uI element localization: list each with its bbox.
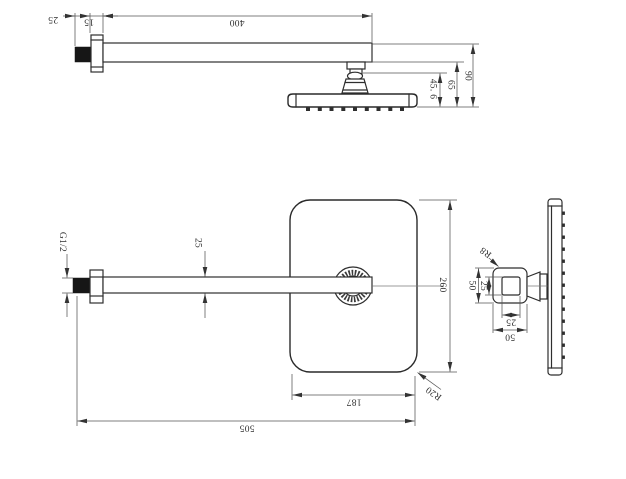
dim-escutcheon-depth: 15 (84, 16, 94, 26)
dim-flange-heights: 50 25 (466, 267, 503, 304)
nozzle-dot (561, 259, 565, 263)
side-nozzle-dots (561, 211, 565, 359)
dim-head-length: 260 (419, 199, 457, 373)
dim-head-width: 187 (291, 374, 416, 426)
dim-flange-outer-height: 50 (466, 280, 476, 290)
nozzle-tick (364, 107, 369, 111)
shower-head-edge (547, 198, 563, 376)
nozzle-dot (561, 223, 565, 227)
nozzle-dot (561, 247, 565, 251)
plan-view: G1/2 25 260 187 505 (57, 199, 457, 432)
svg-text:260: 260 (437, 277, 447, 292)
top-view-side-elevation: 25 15 400 45. 6 65 90 (48, 13, 479, 111)
dim-arm-width: 25 (192, 238, 208, 318)
nozzle-dot (561, 319, 565, 323)
dim-drop-heights: 45. 6 65 90 (363, 43, 479, 108)
svg-text:187: 187 (346, 396, 361, 406)
dim-flange-outer-width: 50 (505, 331, 515, 341)
nozzle-dot (561, 307, 565, 311)
dim-head-drop: 45. 6 (427, 79, 437, 100)
dim-total-drop: 90 (462, 71, 472, 81)
arm-connector-profile (346, 61, 366, 70)
nozzle-dot (561, 211, 565, 215)
nozzle-tick (376, 107, 381, 111)
wall-flange-end (492, 267, 528, 304)
svg-text:25: 25 (192, 238, 202, 248)
dim-joint-drop: 65 (445, 80, 455, 90)
nozzle-tick (306, 107, 310, 111)
dim-overall-projection: 505 (76, 296, 415, 432)
nozzle-tick (353, 107, 357, 111)
nozzle-dot (561, 331, 565, 335)
dim-flange-inner-height: 25 (478, 281, 488, 291)
dim-top-chain: 25 15 400 (48, 13, 373, 46)
nozzle-dot (561, 343, 565, 347)
dim-head-corner-radius: R20 (417, 372, 444, 402)
nozzle-tick (388, 107, 393, 111)
escutcheon-plan (89, 269, 104, 304)
nozzle-tick (317, 107, 322, 111)
nozzle-tick (400, 107, 404, 111)
dim-flange-widths: 25 50 (492, 296, 528, 341)
nozzle-dot (561, 355, 565, 359)
nozzle-dot (561, 271, 565, 275)
svg-text:R20: R20 (424, 384, 443, 402)
svg-text:R8: R8 (478, 244, 493, 259)
dim-inlet-thread: G1/2 (57, 232, 73, 317)
shower-head-profile (287, 93, 418, 108)
shower-arm-plan (102, 276, 373, 294)
nozzle-tick (341, 107, 346, 111)
dim-arm-length: 400 (229, 17, 244, 27)
nozzle-dot (561, 295, 565, 299)
dim-flange-inner-width: 25 (506, 316, 516, 326)
nozzle-dot (561, 283, 565, 287)
nozzle-ticks (306, 107, 404, 111)
cone-connector-profile (341, 78, 369, 94)
cone-connector-end (526, 271, 541, 302)
end-view: R8 50 25 25 50 (466, 198, 565, 376)
dim-wall-stub-length: 25 (48, 14, 58, 24)
wall-stub-profile (74, 46, 93, 63)
nozzle-tick (329, 107, 334, 111)
svg-text:505: 505 (239, 422, 254, 432)
flange-inner-square (501, 276, 521, 296)
shower-arm-profile (102, 42, 373, 63)
nozzle-dot (561, 235, 565, 239)
wall-stub-plan (72, 277, 92, 294)
dim-flange-corner-radius: R8 (478, 244, 499, 267)
svg-text:G1/2: G1/2 (57, 232, 67, 252)
